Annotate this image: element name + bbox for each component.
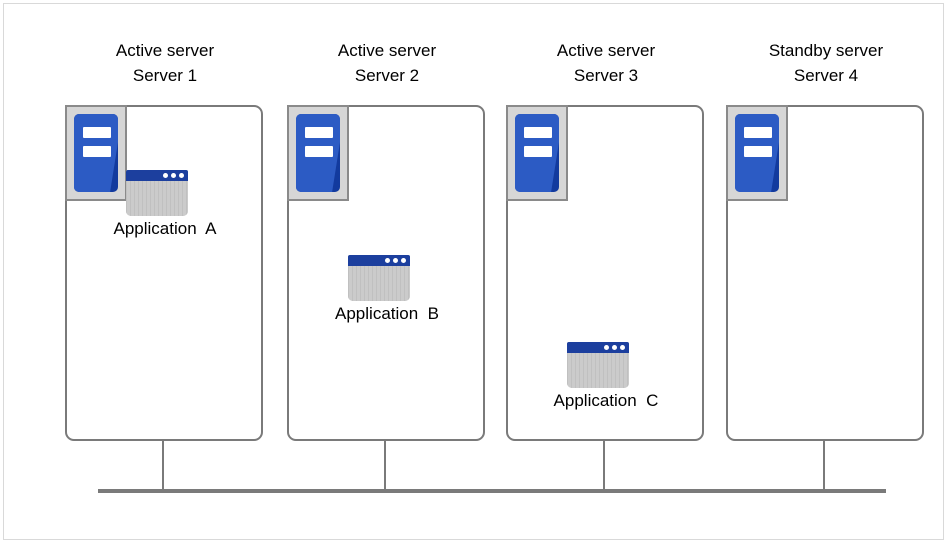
server-icon-2 <box>287 105 349 201</box>
network-connector-1 <box>162 441 164 491</box>
server-icon-4 <box>726 105 788 201</box>
server-icon-1 <box>65 105 127 201</box>
server-column-4: Standby server Server 4 <box>726 0 926 544</box>
app-window-dots-3 <box>604 345 625 350</box>
server-icon-3 <box>506 105 568 201</box>
server-name-2: Server 2 <box>354 66 420 85</box>
server-title-3: Active server Server 3 <box>496 38 716 88</box>
app-window-dot <box>171 173 176 178</box>
app-window-dots-1 <box>163 173 184 178</box>
app-window-dot <box>612 345 617 350</box>
application-window-icon-2[interactable] <box>348 255 410 301</box>
server-chassis-2 <box>296 114 340 192</box>
server-column-1: Active server Server 1 App <box>65 0 265 544</box>
network-connector-3 <box>603 441 605 491</box>
server-role-2: Active server <box>337 41 437 60</box>
application-label-1: Application A <box>113 219 217 238</box>
server-chassis-4 <box>735 114 779 192</box>
app-titlebar-2 <box>348 255 410 266</box>
app-window-dot <box>385 258 390 263</box>
application-label-2: Application B <box>335 304 439 323</box>
server-name-3: Server 3 <box>573 66 639 85</box>
network-bus-line <box>98 489 886 493</box>
server-slot-bar-3b <box>524 146 552 157</box>
server-slot-bar-1a <box>83 127 111 138</box>
server-slot-bar-4a <box>744 127 772 138</box>
app-window-dot <box>163 173 168 178</box>
server-role-4: Standby server <box>768 41 884 60</box>
server-column-3: Active server Server 3 App <box>506 0 706 544</box>
server-box-1[interactable] <box>65 105 263 441</box>
app-window-dot <box>604 345 609 350</box>
server-slot-bar-1b <box>83 146 111 157</box>
app-titlebar-3 <box>567 342 629 353</box>
app-window-dot <box>393 258 398 263</box>
server-slot-bar-4b <box>744 146 772 157</box>
server-name-4: Server 4 <box>793 66 859 85</box>
app-titlebar-1 <box>126 170 188 181</box>
server-title-1: Active server Server 1 <box>55 38 275 88</box>
app-window-dots-2 <box>385 258 406 263</box>
server-role-3: Active server <box>556 41 656 60</box>
app-window-body-2 <box>348 266 410 301</box>
server-slot-bar-2b <box>305 146 333 157</box>
app-window-body-1 <box>126 181 188 216</box>
server-chassis-3 <box>515 114 559 192</box>
server-slot-bar-2a <box>305 127 333 138</box>
application-window-icon-1[interactable] <box>126 170 188 216</box>
server-title-4: Standby server Server 4 <box>716 38 936 88</box>
app-window-body-3 <box>567 353 629 388</box>
server-title-2: Active server Server 2 <box>277 38 497 88</box>
server-slot-bar-3a <box>524 127 552 138</box>
server-column-2: Active server Server 2 App <box>287 0 487 544</box>
application-label-3: Application C <box>553 391 659 410</box>
server-role-1: Active server <box>115 41 215 60</box>
network-connector-2 <box>384 441 386 491</box>
network-connector-4 <box>823 441 825 491</box>
server-chassis-1 <box>74 114 118 192</box>
app-window-dot <box>620 345 625 350</box>
application-window-icon-3[interactable] <box>567 342 629 388</box>
app-window-dot <box>179 173 184 178</box>
server-name-1: Server 1 <box>132 66 198 85</box>
app-window-dot <box>401 258 406 263</box>
